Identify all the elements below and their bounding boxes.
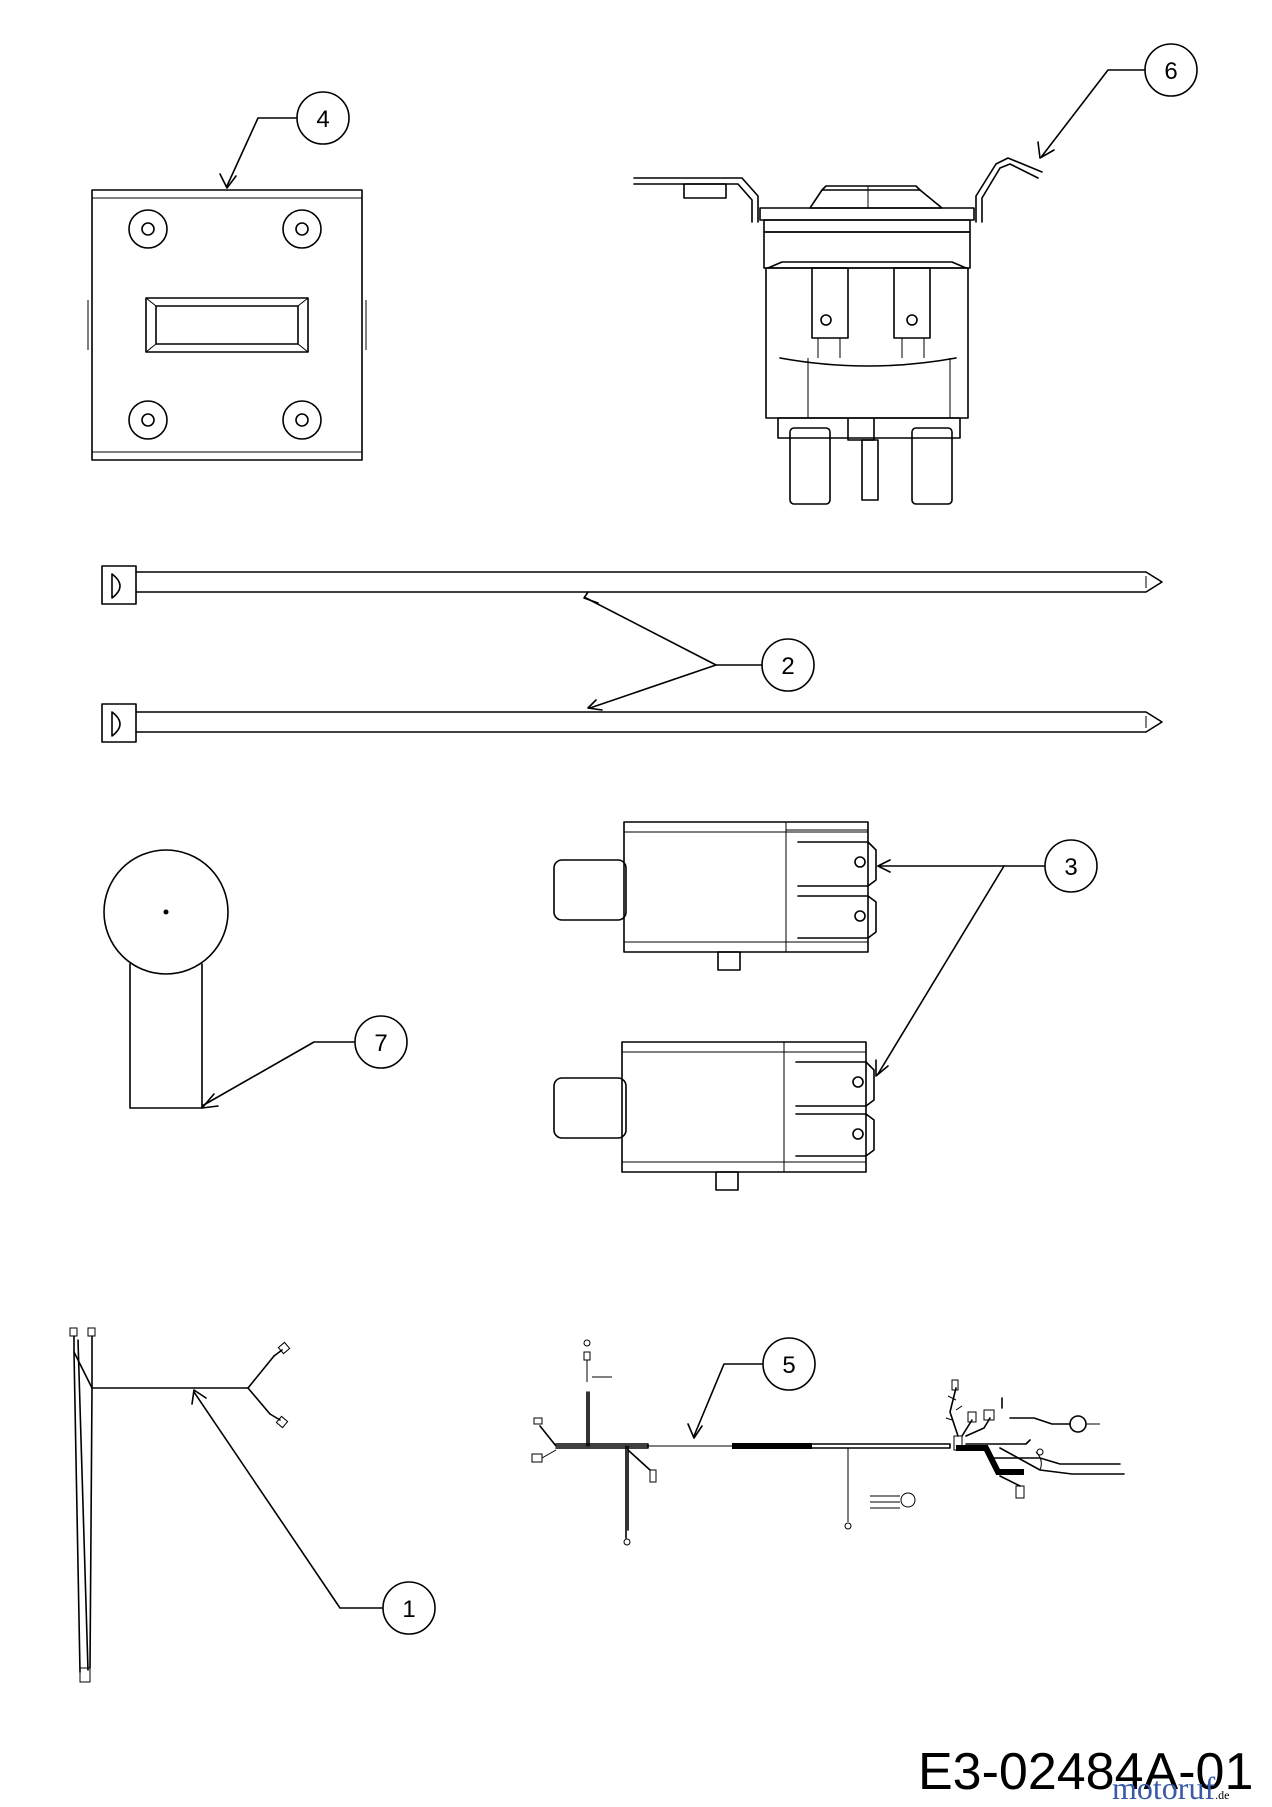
callout-7-label: 7 (374, 1030, 387, 1057)
callout-2: 2 (583, 591, 815, 711)
watermark-suffix: .de (1215, 1788, 1230, 1802)
callout-1: 1 (191, 1389, 436, 1635)
fuse-holder (103, 849, 229, 1109)
callout-6-label: 6 (1164, 58, 1177, 85)
cable-tie-upper (101, 565, 1163, 605)
cable-tie-lower (101, 703, 1163, 743)
callout-4-label: 4 (316, 106, 329, 133)
plunger-switch-lower (553, 1041, 875, 1191)
callout-1-label: 1 (402, 1596, 415, 1623)
callout-3: 3 (875, 839, 1098, 1077)
key-switch-plate (87, 189, 367, 461)
callout-4: 4 (219, 91, 350, 189)
callout-3-label: 3 (1064, 854, 1077, 881)
document-id: E3-02484A-01 (918, 1743, 1254, 1801)
callout-2-label: 2 (781, 653, 794, 680)
callout-5-label: 5 (782, 1352, 795, 1379)
short-wire-harness (69, 1327, 291, 1683)
watermark-logo: motoruf.de (1112, 1770, 1229, 1807)
solenoid (633, 157, 1043, 505)
callout-6: 6 (1037, 43, 1198, 159)
callout-7: 7 (201, 1015, 408, 1109)
watermark-brand: motoruf (1112, 1770, 1216, 1806)
main-wire-harness (531, 1339, 1125, 1546)
plunger-switch-upper (553, 821, 877, 971)
callout-5: 5 (687, 1337, 816, 1439)
